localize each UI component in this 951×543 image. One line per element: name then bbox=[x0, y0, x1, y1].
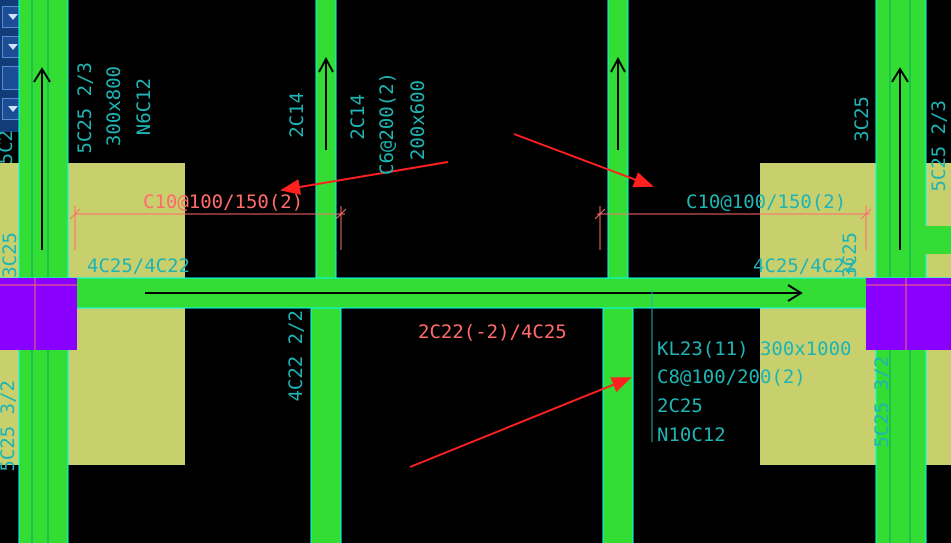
direction-arrow-left-col bbox=[33, 67, 51, 250]
annotation-arrow-1 bbox=[280, 161, 449, 195]
label-bottom-bars: 2C22(-2)/4C25 bbox=[418, 321, 567, 343]
vertical-beam-secondary-b bbox=[602, 0, 634, 543]
label-lower-4c22: 4C22 2/2 bbox=[285, 310, 307, 402]
label-sec-a-2c14b: 2C14 bbox=[347, 94, 369, 140]
vertical-beam-left bbox=[18, 0, 69, 543]
column-left[interactable] bbox=[0, 278, 77, 350]
label-right-top-bars: 4C25/4C22 bbox=[753, 255, 856, 277]
annotation-arrow-3 bbox=[409, 377, 632, 468]
label-right-stirrup: C10@100/150(2) bbox=[686, 191, 846, 213]
column-right[interactable] bbox=[866, 278, 951, 350]
direction-arrow-right-col bbox=[891, 67, 909, 250]
label-left-edge-5c25-bottom: 5C25 3/2 bbox=[0, 380, 19, 472]
direction-arrow-horizontal bbox=[145, 284, 803, 302]
label-right-col-5c25: 5C25 2/3 bbox=[928, 100, 950, 192]
label-beam-top: 2C25 bbox=[657, 395, 703, 417]
right-edge-stub bbox=[914, 226, 951, 254]
label-left-col-5c25: 5C25 2/3 bbox=[74, 62, 96, 154]
label-sec-a-2c14: 2C14 bbox=[286, 92, 308, 138]
chevron-down-icon bbox=[8, 14, 18, 20]
dimension-line-left bbox=[69, 206, 347, 250]
label-beam-stirrup: C8@100/200(2) bbox=[657, 366, 806, 388]
label-left-stirrup: C10@100/150(2) bbox=[143, 191, 303, 213]
label-left-edge-5c2: 5C2 bbox=[0, 130, 17, 164]
direction-arrow-sec-a bbox=[318, 56, 334, 150]
chevron-down-icon bbox=[8, 106, 18, 112]
chevron-down-icon bbox=[8, 44, 18, 50]
label-right-col-5c25-bottom: 5C25 3/2 bbox=[871, 356, 893, 448]
label-beam-side: N10C12 bbox=[657, 424, 726, 446]
label-left-edge-3c25: 3C25 bbox=[0, 232, 21, 278]
label-sec-a-200x600: 200x600 bbox=[407, 80, 429, 160]
label-left-col-n6c12: N6C12 bbox=[133, 78, 155, 135]
label-sec-a-c6: C6@200(2) bbox=[376, 72, 398, 175]
dimension-line-right bbox=[594, 206, 872, 250]
label-beam-name[interactable]: KL23(11) 300x1000 bbox=[657, 338, 851, 360]
label-left-col-300x800: 300x800 bbox=[103, 66, 125, 146]
label-left-top-bars: 4C25/4C22 bbox=[87, 255, 190, 277]
direction-arrow-sec-b bbox=[610, 56, 626, 150]
annotation-arrow-2 bbox=[513, 133, 654, 188]
label-right-3c25: 3C25 bbox=[839, 232, 861, 278]
label-right-col-3c25: 3C25 bbox=[851, 96, 873, 142]
vertical-beam-secondary-a bbox=[310, 0, 342, 543]
